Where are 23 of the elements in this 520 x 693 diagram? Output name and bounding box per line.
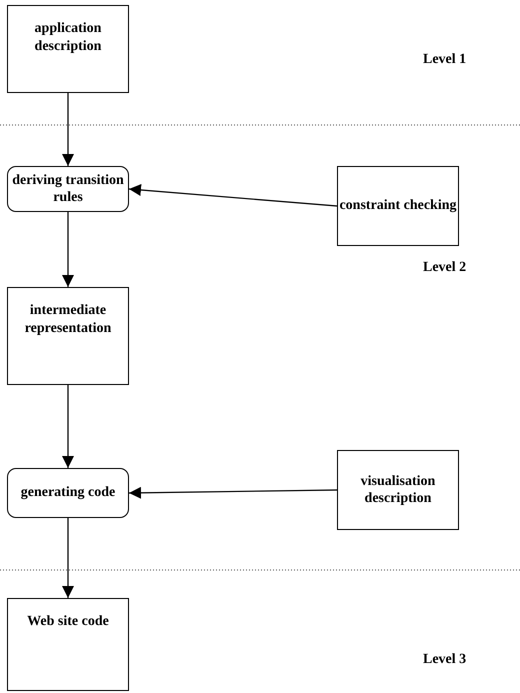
node-label: Web site code xyxy=(27,613,109,630)
arrow xyxy=(62,518,74,598)
arrow xyxy=(62,385,74,468)
process-box xyxy=(7,468,129,518)
box xyxy=(7,598,129,691)
process-box xyxy=(7,166,129,212)
arrow xyxy=(128,184,338,207)
level-label: Level 3 xyxy=(423,652,466,668)
node-label: intermediate representation xyxy=(24,302,112,337)
arrow xyxy=(129,486,337,499)
box xyxy=(337,166,459,246)
node-label: generating code xyxy=(20,484,116,502)
node-label: deriving transition rules xyxy=(11,172,125,206)
arrow xyxy=(62,93,74,166)
box xyxy=(7,5,129,93)
node-label: constraint checking xyxy=(339,197,457,215)
node-label: application description xyxy=(34,20,102,55)
box xyxy=(337,450,459,530)
node-label: visualisation description xyxy=(360,472,436,508)
arrow xyxy=(62,212,74,287)
level-label: Level 2 xyxy=(423,260,466,276)
level-label: Level 1 xyxy=(423,52,466,68)
box xyxy=(7,287,129,385)
